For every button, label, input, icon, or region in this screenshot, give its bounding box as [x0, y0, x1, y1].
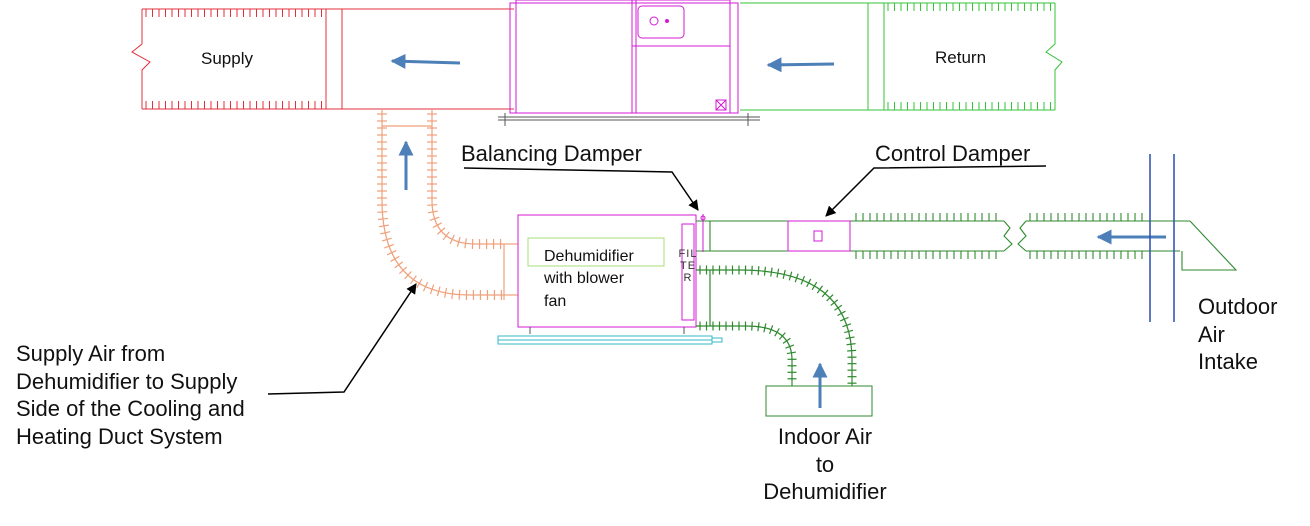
dehumidifier-base-rail: [497, 335, 723, 345]
dehumidifier-label: Dehumidifier with blower fan: [544, 248, 634, 310]
balancing-damper: [700, 214, 706, 252]
air-handler-base: [498, 113, 760, 126]
return-label: Return: [935, 48, 987, 67]
dehumidifier-unit: [517, 214, 697, 334]
control-damper-label: Control Damper: [875, 141, 1031, 166]
balancing-damper-leader: [463, 167, 699, 211]
outdoor-air-duct: [696, 213, 1238, 271]
outdoor-air-intake-label: Outdoor Air Intake: [1198, 294, 1278, 375]
control-damper: [787, 220, 851, 252]
leader-lines: [267, 165, 1047, 395]
indoor-air-label: Indoor Air to Dehumidifier: [763, 424, 887, 505]
balancing-damper-label: Balancing Damper: [461, 141, 642, 166]
return-duct: [740, 2, 1063, 111]
supply-duct: [131, 8, 514, 110]
indoor-air-duct: [696, 265, 857, 386]
supply-flow-arrow: [390, 53, 461, 69]
supply-air-label: Supply Air from Dehumidifier to Supply S…: [16, 341, 245, 450]
supply-label: Supply: [201, 49, 253, 68]
outdoor-wall: [1149, 154, 1175, 322]
filter-label: FILTER: [678, 248, 698, 284]
supply-air-leader: [267, 283, 417, 395]
supply-air-duct: [377, 110, 518, 300]
control-damper-leader: [825, 165, 1047, 217]
air-handler-unit: [509, 0, 739, 114]
return-flow-arrow: [766, 57, 835, 73]
